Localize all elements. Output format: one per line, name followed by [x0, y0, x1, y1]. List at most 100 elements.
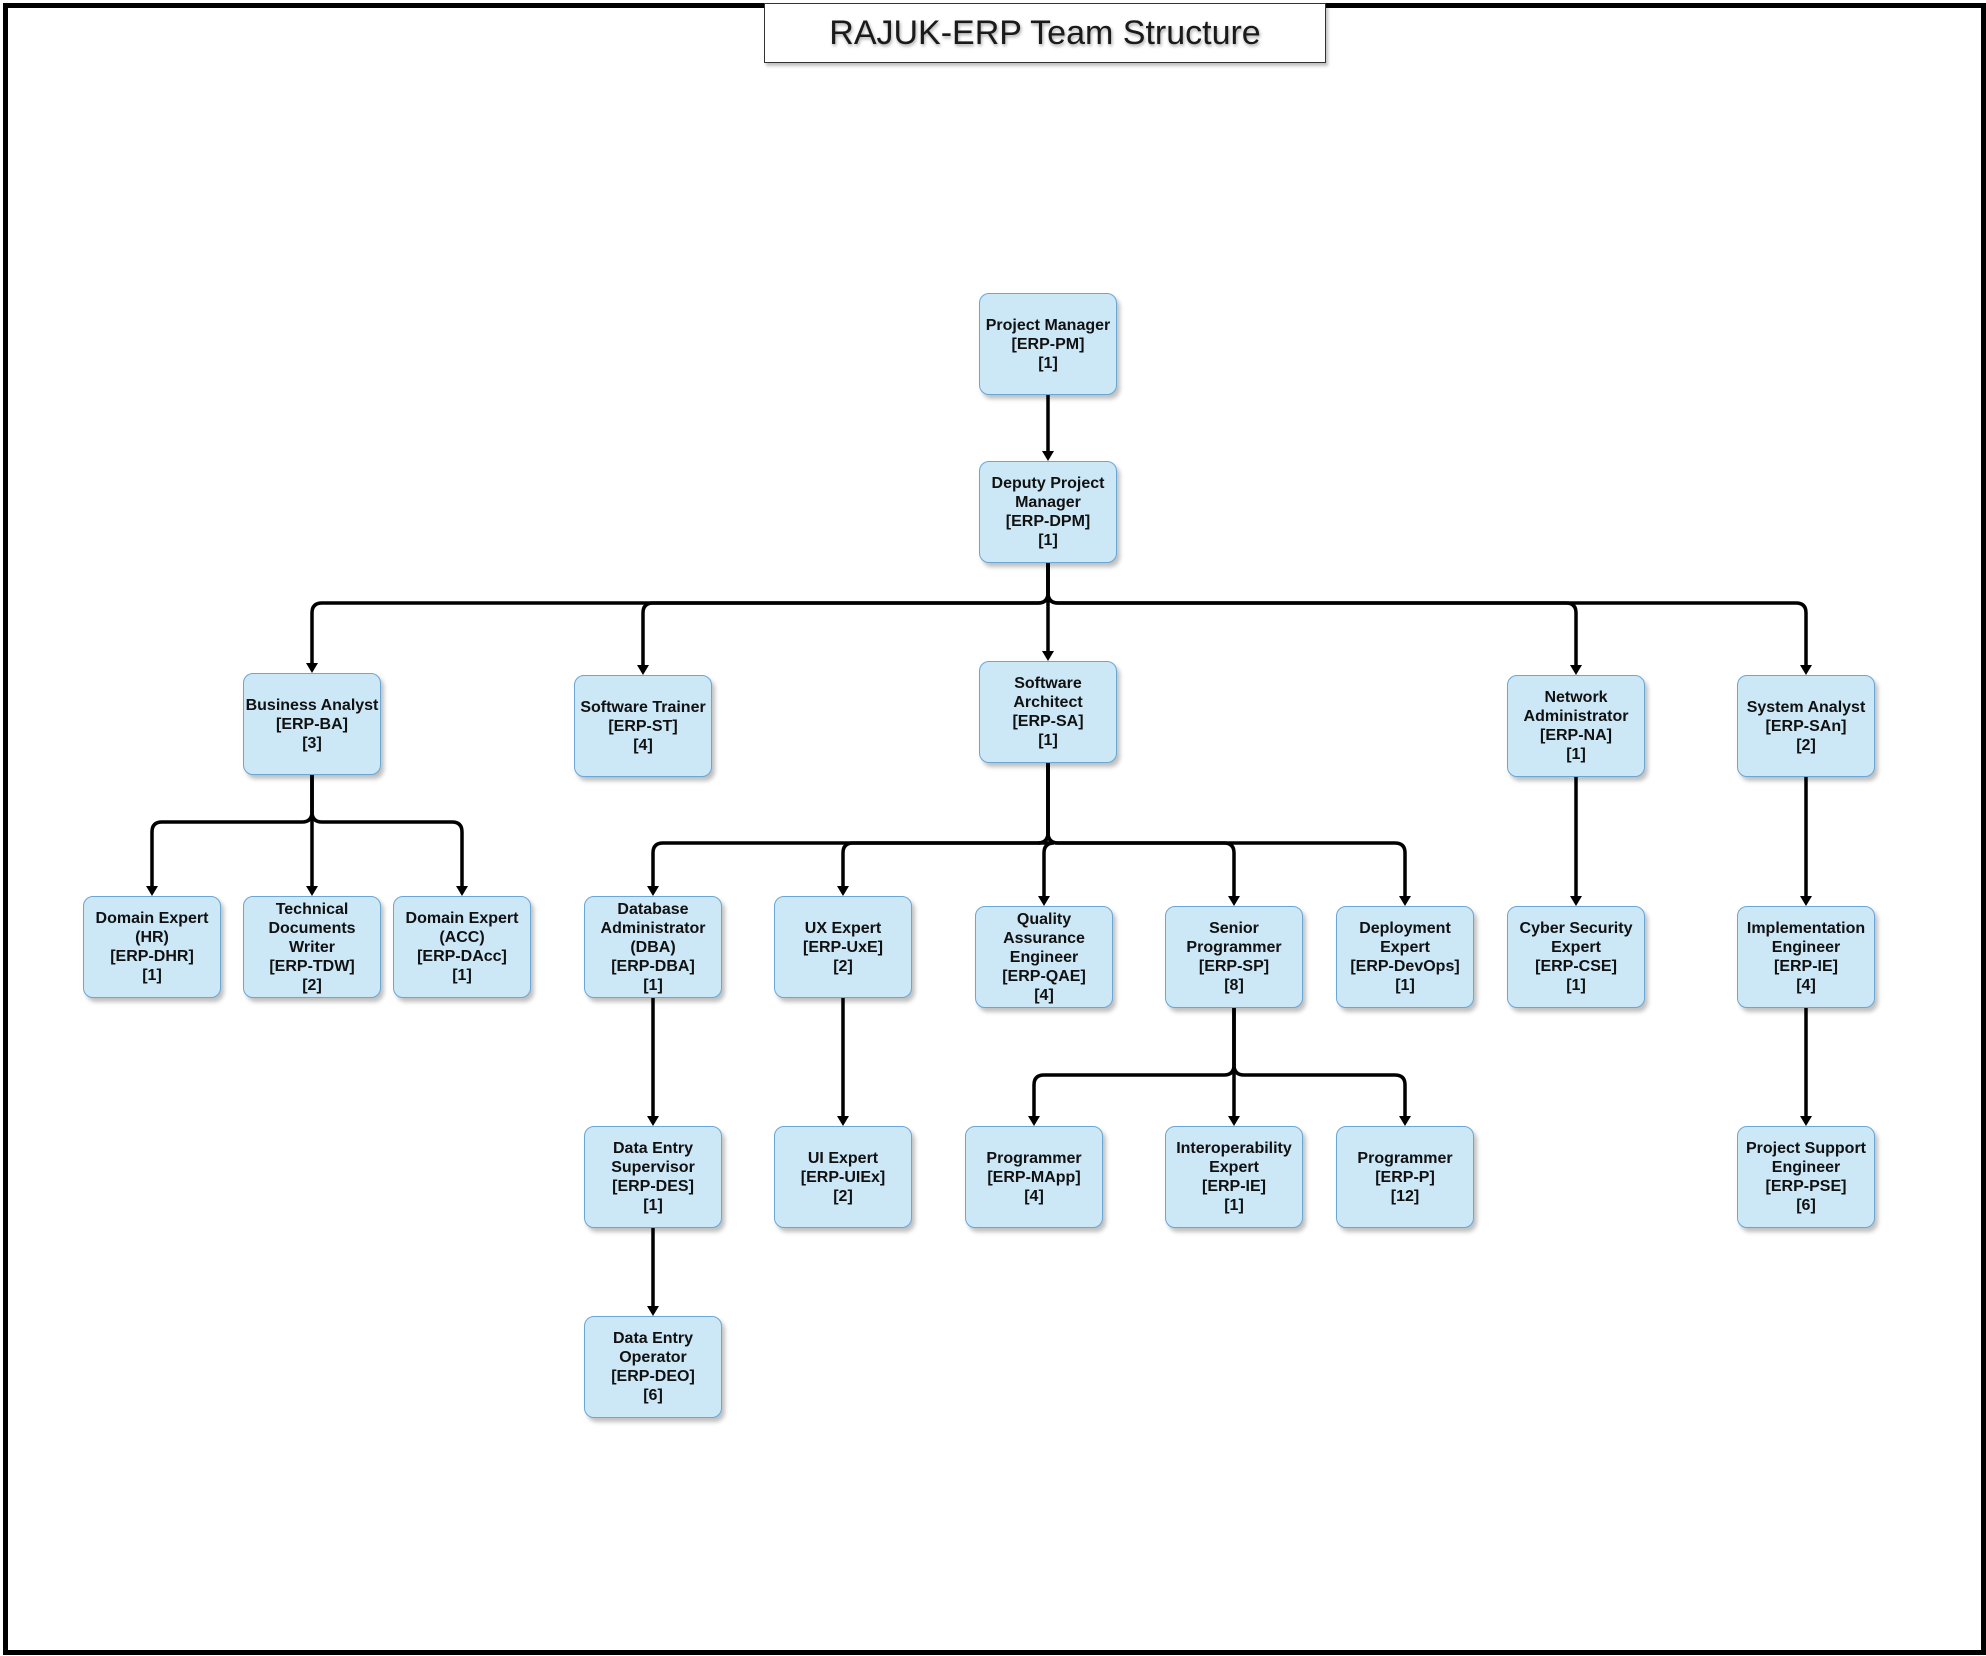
node-code: [ERP-QAE] [1002, 967, 1086, 985]
node-title-line: Architect [1013, 694, 1083, 711]
node-code: [ERP-DES] [612, 1178, 694, 1195]
node-code: [ERP-TDW] [269, 957, 355, 975]
node-code: [ERP-SAn] [1765, 717, 1847, 735]
node-title-line: Domain Expert [95, 910, 209, 927]
node-title-line: (ACC) [439, 929, 485, 946]
node-st: Software Trainer[ERP-ST][4] [574, 675, 712, 777]
node-title-line: UI Expert [807, 1149, 879, 1167]
node-title-line: Network [1544, 689, 1608, 706]
node-code: [ERP-BA] [276, 715, 348, 733]
node-title-line: Cyber Security [1519, 920, 1633, 937]
node-headcount: [2] [833, 1187, 853, 1205]
node-headcount: [1] [1038, 732, 1058, 749]
node-headcount: [4] [1034, 986, 1054, 1004]
node-headcount: [1] [1566, 746, 1586, 763]
node-headcount: [6] [1796, 1197, 1816, 1214]
node-title-line: Project Support [1745, 1140, 1866, 1157]
node-title-line: Data Entry [612, 1330, 694, 1347]
connector-sa-qae [1037, 763, 1055, 906]
node-title-line: Programmer [1357, 1149, 1453, 1167]
connector-ba-dhr [146, 775, 314, 896]
node-headcount: [6] [643, 1387, 663, 1404]
node-headcount: [12] [1390, 1187, 1420, 1205]
node-code: [ERP-PM] [1011, 335, 1085, 353]
node-title-line: Database [617, 900, 689, 918]
node-headcount: [1] [452, 967, 472, 984]
node-code: [ERP-PSE] [1765, 1178, 1847, 1195]
node-dhr: Domain Expert(HR)[ERP-DHR][1] [83, 896, 221, 998]
diagram-title-box: RAJUK-ERP Team Structure [764, 3, 1326, 63]
node-ba: Business Analyst[ERP-BA][3] [243, 673, 381, 775]
node-title-line: Expert [1380, 939, 1430, 956]
node-headcount: [2] [1796, 736, 1816, 754]
node-title-line: Expert [1551, 939, 1601, 956]
node-headcount: [1] [643, 976, 663, 994]
connector-sa-sp [1046, 763, 1240, 906]
node-title-line: Project Manager [985, 316, 1111, 334]
node-headcount: [3] [302, 734, 322, 752]
node-san: System Analyst[ERP-SAn][2] [1737, 675, 1875, 777]
connector-ba-dacc [310, 775, 468, 896]
node-code: [ERP-DEO] [611, 1368, 695, 1385]
node-headcount: [1] [1224, 1197, 1244, 1214]
diagram-frame [3, 3, 1986, 1655]
node-title-line: System Analyst [1746, 698, 1866, 716]
node-code: [ERP-ST] [608, 717, 678, 735]
connector-sa-dba [647, 763, 1050, 896]
node-uiex: UI Expert[ERP-UIEx][2] [774, 1126, 912, 1228]
node-title-line: Software [1014, 675, 1082, 692]
node-headcount: [1] [1395, 977, 1415, 994]
node-headcount: [1] [1038, 354, 1058, 372]
node-title-line: Data Entry [612, 1140, 694, 1157]
node-title-line: Engineer [1009, 948, 1079, 966]
node-code: [ERP-DBA] [611, 957, 695, 975]
node-title-line: Software Trainer [580, 698, 706, 716]
node-code: [ERP-UxE] [802, 938, 883, 956]
connector-sa-uxe [837, 763, 1050, 896]
node-pm: Project Manager[ERP-PM][1] [979, 293, 1117, 395]
connector-dpm-na [1046, 563, 1582, 675]
node-code: [ERP-MApp] [987, 1168, 1081, 1186]
node-title-line: Deputy Project [991, 475, 1105, 492]
node-code: [ERP-IE] [1774, 958, 1838, 975]
node-title-line: Expert [1209, 1159, 1259, 1176]
node-code: [ERP-DAcc] [417, 948, 507, 965]
node-code: [ERP-P] [1375, 1168, 1435, 1186]
node-title-line: Business Analyst [245, 696, 379, 714]
node-title-line: Administrator [1523, 708, 1629, 725]
node-title-line: (DBA) [630, 938, 676, 956]
node-dacc: Domain Expert(ACC)[ERP-DAcc][1] [393, 896, 531, 998]
node-title-line: Implementation [1746, 920, 1866, 937]
node-code: [ERP-DHR] [110, 948, 194, 965]
node-title-line: Administrator [600, 919, 706, 937]
node-title-line: Deployment [1359, 920, 1451, 937]
node-title-line: Documents [268, 919, 356, 937]
node-headcount: [2] [302, 976, 322, 994]
node-code: [ERP-UIEx] [800, 1168, 886, 1186]
node-uxe: UX Expert[ERP-UxE][2] [774, 896, 912, 998]
node-headcount: [1] [142, 967, 162, 984]
node-title-line: Technical [275, 900, 349, 918]
node-p: Programmer[ERP-P][12] [1336, 1126, 1474, 1228]
node-title-line: Assurance [1003, 929, 1085, 947]
connector-sa-devops [1046, 763, 1411, 906]
node-code: [ERP-SP] [1198, 958, 1270, 975]
node-title-line: Supervisor [611, 1159, 695, 1176]
node-title-line: Quality [1016, 910, 1072, 928]
node-title-line: Operator [619, 1349, 687, 1366]
